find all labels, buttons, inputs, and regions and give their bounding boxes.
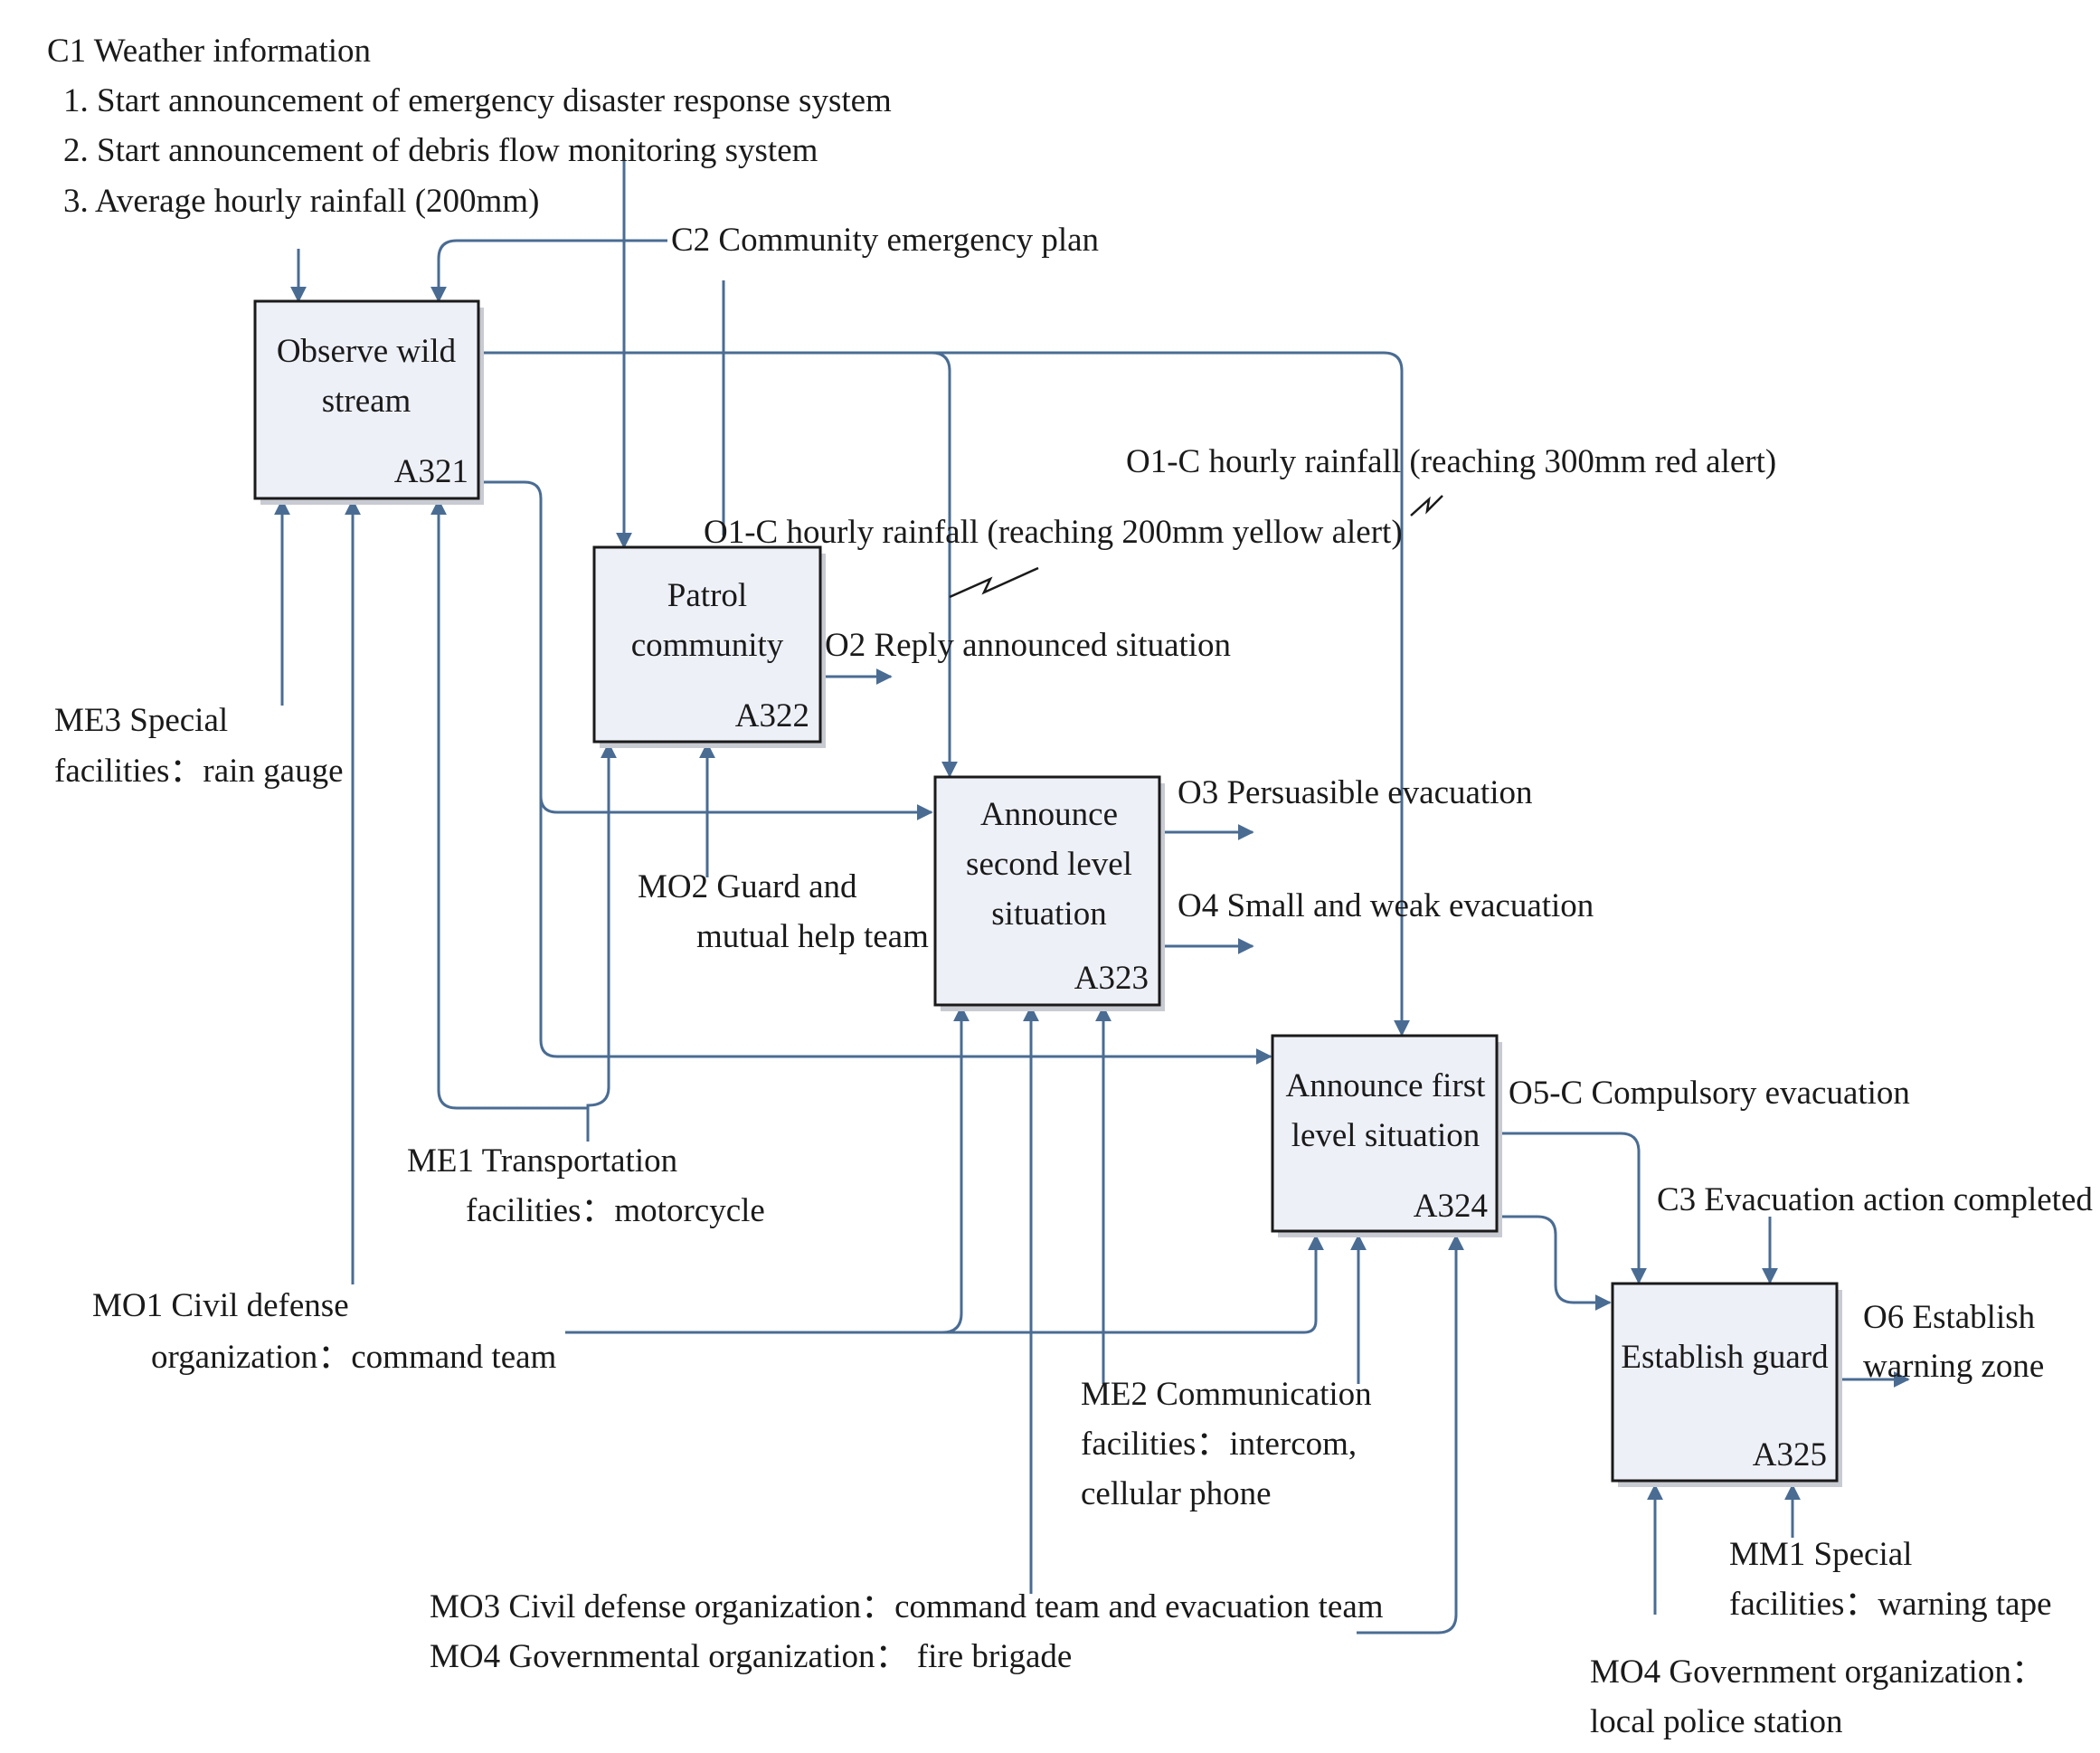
a325-id: A325 [1753,1436,1827,1473]
tunnel-mark-yellow [949,566,1039,599]
mo2-label-line2: mutual help team [696,918,929,955]
c1-item-2: 2. Start announcement of debris flow mon… [63,132,818,169]
a323-label-line3: situation [991,895,1106,933]
a324-id: A324 [1414,1188,1488,1225]
me3-label-line1: ME3 Special [54,702,228,739]
activity-box-a322: Patrol community A322 [592,545,826,748]
activity-box-a324: Announce first level situation A324 [1271,1034,1502,1237]
mo3-label: MO3 Civil defense organization：command t… [430,1588,1384,1625]
mo2-label-line1: MO2 Guard and [638,868,857,905]
arrow-a321-to-a323-left [539,795,933,820]
a321-label-line1: Observe wild [277,333,457,370]
o3-label: O3 Persuasible evacuation [1178,774,1533,811]
output-labels: O1-C hourly rainfall (reaching 300mm red… [704,443,2044,1385]
mechanism-labels: ME3 Special facilities：rain gauge MO2 Gu… [54,702,2052,1740]
a323-id: A323 [1074,960,1149,997]
o2-label: O2 Reply announced situation [825,627,1231,664]
arrow-a321-side-output [484,480,904,1058]
o6-label-line1: O6 Establish [1863,1299,2036,1336]
mm1-label-line1: MM1 Special [1729,1536,1912,1573]
mo4-police-label-line2: local police station [1590,1703,1842,1740]
connectors [274,158,1910,1635]
arrow-a321-to-a323 [931,351,958,778]
mm1-label-line2: facilities：warning tape [1729,1586,2052,1623]
a324-label-line1: Announce first [1286,1067,1487,1104]
arrow-me1-to-a322 [586,742,617,1142]
me2-label-line2: facilities：intercom, [1081,1426,1357,1463]
me1-label-line2: facilities：motorcycle [466,1192,765,1229]
c2-label: C2 Community emergency plan [671,222,1099,259]
arrow-me1-to-a321 [430,498,588,1110]
o1-red-alert-label: O1-C hourly rainfall (reaching 300mm red… [1126,443,1776,480]
a325-label-line1: Establish guard [1621,1339,1829,1376]
arrow-mo3-to-a324 [1357,1234,1464,1635]
activity-box-a321: Observe wild stream A321 [253,299,484,505]
a322-label-line2: community [631,627,784,664]
c1-item-1: 1. Start announcement of emergency disas… [63,82,892,119]
me1-label-line1: ME1 Transportation [407,1142,677,1180]
o1-yellow-alert-label: O1-C hourly rainfall (reaching 200mm yel… [704,514,1403,551]
mo1-label-line1: MO1 Civil defense [92,1287,349,1324]
control-labels: C1 Weather information 1. Start announce… [47,33,2093,1218]
arrow-mo1-to-a323 [941,1005,970,1334]
mo4-police-label-line1: MO4 Government organization： [1590,1654,2045,1691]
tunnel-mark-red [1410,495,1443,516]
c1-item-3: 3. Average hourly rainfall (200mm) [63,183,539,220]
me3-label-line2: facilities：rain gauge [54,753,344,790]
arrow-a321-output-top [484,351,1404,1035]
a321-id: A321 [394,453,468,490]
a324-label-line2: level situation [1291,1117,1480,1154]
arrow-a324-to-a325 [1497,1215,1612,1311]
a323-label-line2: second level [966,846,1132,883]
arrow-mo1-main [565,1320,1318,1334]
arrow-o5-to-a325 [1497,1132,1647,1284]
arrow-c2-to-a321 [430,239,667,303]
activity-box-a323: Announce second level situation A323 [933,775,1165,1011]
a322-label-line1: Patrol [667,577,747,614]
me2-label-line3: cellular phone [1081,1475,1272,1512]
activity-box-a325: Establish guard A325 [1611,1282,1842,1487]
o4-label: O4 Small and weak evacuation [1178,887,1594,924]
o6-label-line2: warning zone [1863,1348,2044,1385]
c3-label: C3 Evacuation action completed [1657,1181,2093,1218]
o5-label: O5-C Compulsory evacuation [1509,1075,1910,1112]
a321-label-line2: stream [322,383,411,420]
a322-id: A322 [735,697,809,734]
me2-label-line1: ME2 Communication [1081,1376,1372,1413]
c1-title: C1 Weather information [47,33,371,70]
mo4-fire-brigade-label: MO4 Governmental organization： fire brig… [430,1638,1072,1675]
mo1-label-line2: organization：command team [151,1339,557,1376]
a323-label-line1: Announce [980,796,1118,833]
